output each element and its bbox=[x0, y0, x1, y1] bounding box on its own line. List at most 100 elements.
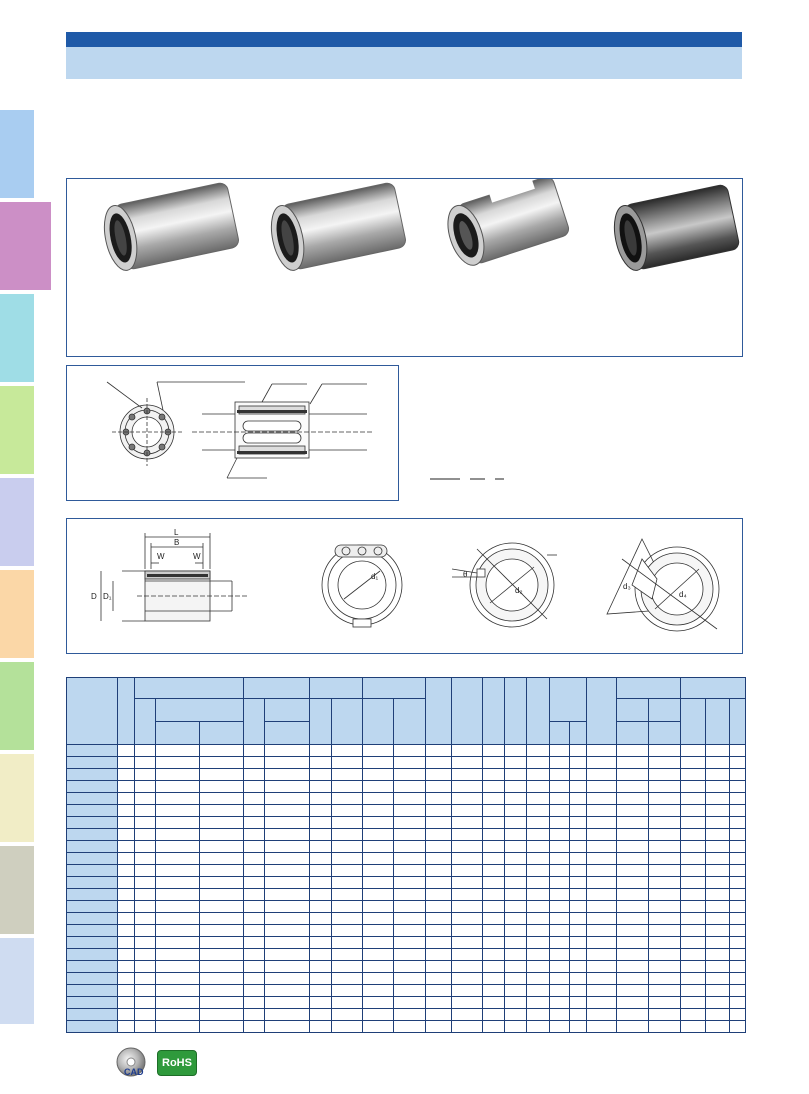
side-tab-8[interactable] bbox=[0, 754, 34, 842]
table-cell bbox=[425, 1008, 453, 1021]
table-cell bbox=[504, 780, 528, 793]
rohs-badge[interactable]: RoHS bbox=[157, 1050, 197, 1076]
side-tab-1[interactable] bbox=[0, 110, 34, 198]
table-cell bbox=[648, 888, 682, 901]
table-cell bbox=[482, 996, 506, 1009]
table-cell bbox=[134, 780, 156, 793]
table-cell bbox=[198, 840, 245, 853]
table-cell bbox=[482, 1020, 506, 1033]
table-cell bbox=[729, 816, 747, 829]
table-cell bbox=[504, 864, 528, 877]
table-cell bbox=[586, 936, 618, 949]
table-cell bbox=[729, 828, 747, 841]
table-cell bbox=[451, 828, 484, 841]
table-cell bbox=[362, 780, 395, 793]
table-cell bbox=[393, 828, 427, 841]
table-row bbox=[66, 792, 747, 805]
table-cell bbox=[243, 948, 266, 961]
table-cell bbox=[616, 864, 650, 877]
table-cell bbox=[648, 828, 682, 841]
table-cell bbox=[331, 756, 364, 769]
table-cell bbox=[362, 768, 395, 781]
table-cell bbox=[362, 924, 395, 937]
table-cell bbox=[648, 804, 682, 817]
table-cell bbox=[117, 780, 135, 793]
table-cell bbox=[569, 864, 588, 877]
table-cell bbox=[155, 1020, 200, 1033]
table-cell bbox=[586, 852, 618, 865]
side-tab-6[interactable] bbox=[0, 570, 34, 658]
table-cell bbox=[586, 768, 618, 781]
table-cell bbox=[526, 960, 551, 973]
side-tab-5[interactable] bbox=[0, 478, 34, 566]
table-cell bbox=[134, 948, 156, 961]
table-cell bbox=[451, 996, 484, 1009]
table-cell bbox=[482, 888, 506, 901]
table-cell bbox=[648, 768, 682, 781]
table-cell bbox=[243, 876, 266, 889]
table-cell bbox=[616, 876, 650, 889]
table-cell bbox=[393, 852, 427, 865]
table-cell bbox=[66, 816, 118, 829]
table-cell bbox=[705, 912, 731, 925]
side-tab-9[interactable] bbox=[0, 846, 34, 934]
table-cell bbox=[393, 924, 427, 937]
table-cell bbox=[264, 792, 311, 805]
table-header-row bbox=[67, 698, 747, 745]
table-cell bbox=[616, 744, 650, 757]
table-cell bbox=[66, 876, 118, 889]
spec-table-body bbox=[66, 677, 747, 1033]
table-cell bbox=[586, 840, 618, 853]
product-photos bbox=[103, 175, 740, 271]
dim-label-D: D bbox=[91, 592, 97, 601]
table-cell bbox=[569, 756, 588, 769]
table-cell bbox=[243, 804, 266, 817]
table-cell bbox=[705, 864, 731, 877]
table-cell bbox=[243, 972, 266, 985]
header-bar bbox=[66, 32, 742, 47]
table-cell bbox=[549, 876, 571, 889]
table-cell bbox=[425, 984, 453, 997]
side-tab-10[interactable] bbox=[0, 938, 34, 1024]
table-cell bbox=[729, 948, 747, 961]
dim-label-d4: d₄ bbox=[679, 590, 687, 599]
table-cell bbox=[243, 768, 266, 781]
table-row bbox=[66, 1008, 747, 1021]
table-cell bbox=[155, 804, 200, 817]
table-cell bbox=[616, 912, 650, 925]
table-cell bbox=[243, 960, 266, 973]
table-row bbox=[66, 816, 747, 829]
table-cell bbox=[586, 864, 618, 877]
cad-badge[interactable]: CAD bbox=[116, 1047, 148, 1079]
table-cell bbox=[425, 780, 453, 793]
side-tab-4[interactable] bbox=[0, 386, 34, 474]
side-tab-3[interactable] bbox=[0, 294, 34, 382]
table-cell bbox=[504, 900, 528, 913]
table-cell bbox=[616, 792, 650, 805]
table-cell bbox=[331, 1008, 364, 1021]
table-cell bbox=[117, 972, 135, 985]
table-cell bbox=[504, 804, 528, 817]
table-cell bbox=[616, 804, 650, 817]
table-cell bbox=[155, 756, 200, 769]
table-cell bbox=[451, 756, 484, 769]
table-cell bbox=[331, 888, 364, 901]
table-cell bbox=[504, 924, 528, 937]
table-cell bbox=[451, 984, 484, 997]
table-cell bbox=[729, 924, 747, 937]
side-tab-2-active[interactable] bbox=[0, 202, 51, 290]
table-cell bbox=[526, 792, 551, 805]
table-cell bbox=[198, 996, 245, 1009]
table-cell bbox=[243, 996, 266, 1009]
table-cell bbox=[264, 864, 311, 877]
table-cell bbox=[134, 792, 156, 805]
table-cell bbox=[526, 996, 551, 1009]
table-cell bbox=[66, 984, 118, 997]
table-cell bbox=[264, 1008, 311, 1021]
side-tab-7[interactable] bbox=[0, 662, 34, 750]
table-cell bbox=[134, 984, 156, 997]
table-cell bbox=[264, 888, 311, 901]
table-cell bbox=[482, 1008, 506, 1021]
table-cell bbox=[451, 792, 484, 805]
table-cell bbox=[526, 900, 551, 913]
